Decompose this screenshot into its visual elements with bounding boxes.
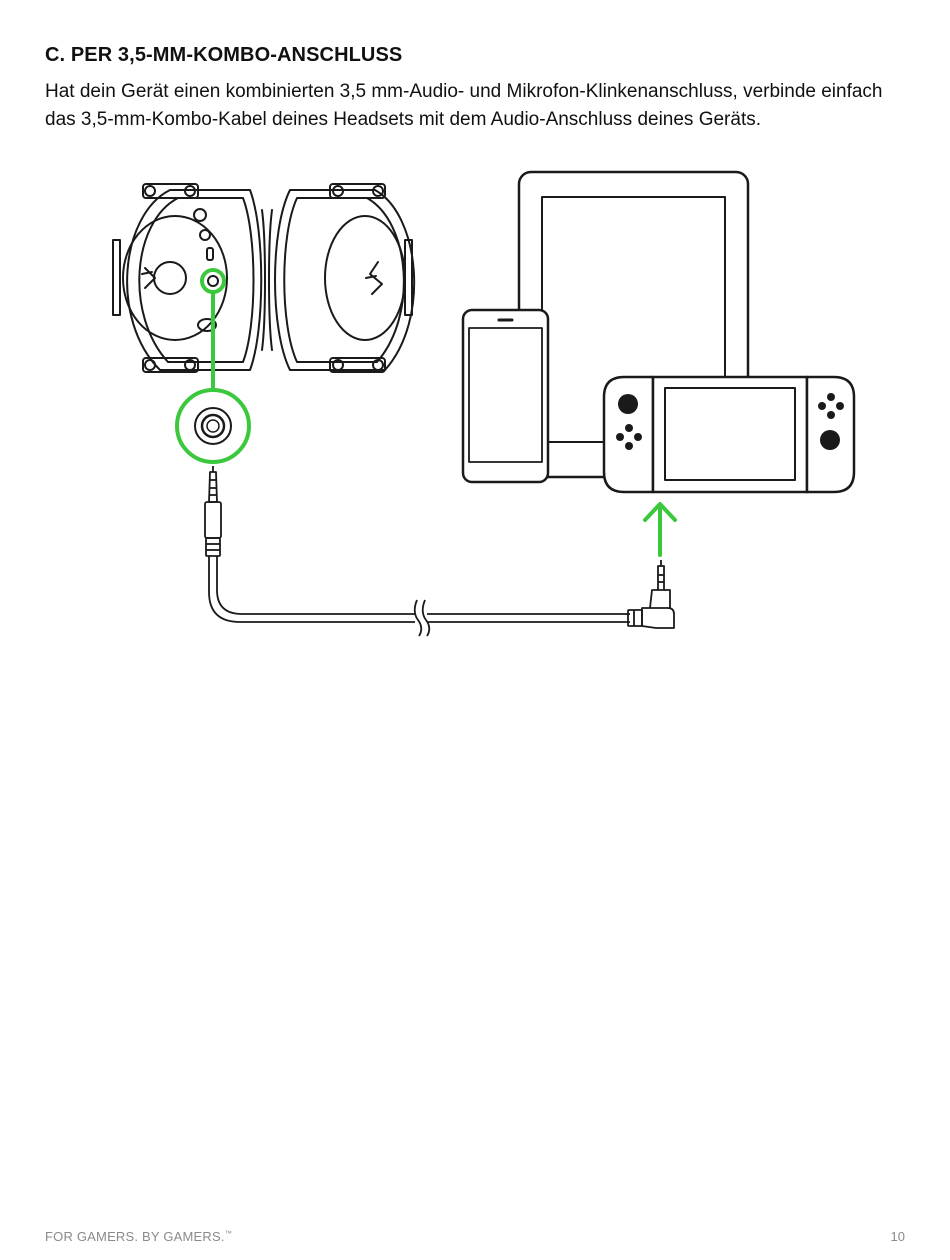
connection-illustration xyxy=(0,160,950,660)
footer-tagline: FOR GAMERS. BY GAMERS.™ xyxy=(45,1229,232,1244)
instruction-paragraph: Hat dein Gerät einen kombinierten 3,5 mm… xyxy=(45,78,905,134)
section-heading: C. PER 3,5-MM-KOMBO-ANSCHLUSS xyxy=(45,44,402,67)
smartphone-icon xyxy=(463,310,548,482)
headset-icon xyxy=(113,184,414,372)
footer-tagline-text: FOR GAMERS. BY GAMERS. xyxy=(45,1229,225,1244)
handheld-console-icon xyxy=(604,377,854,492)
audio-jack-zoom-icon xyxy=(177,390,249,462)
insert-arrow-icon xyxy=(645,504,675,555)
page-number: 10 xyxy=(891,1229,905,1244)
trademark-symbol: ™ xyxy=(225,1231,232,1238)
audio-cable-icon xyxy=(205,466,674,636)
